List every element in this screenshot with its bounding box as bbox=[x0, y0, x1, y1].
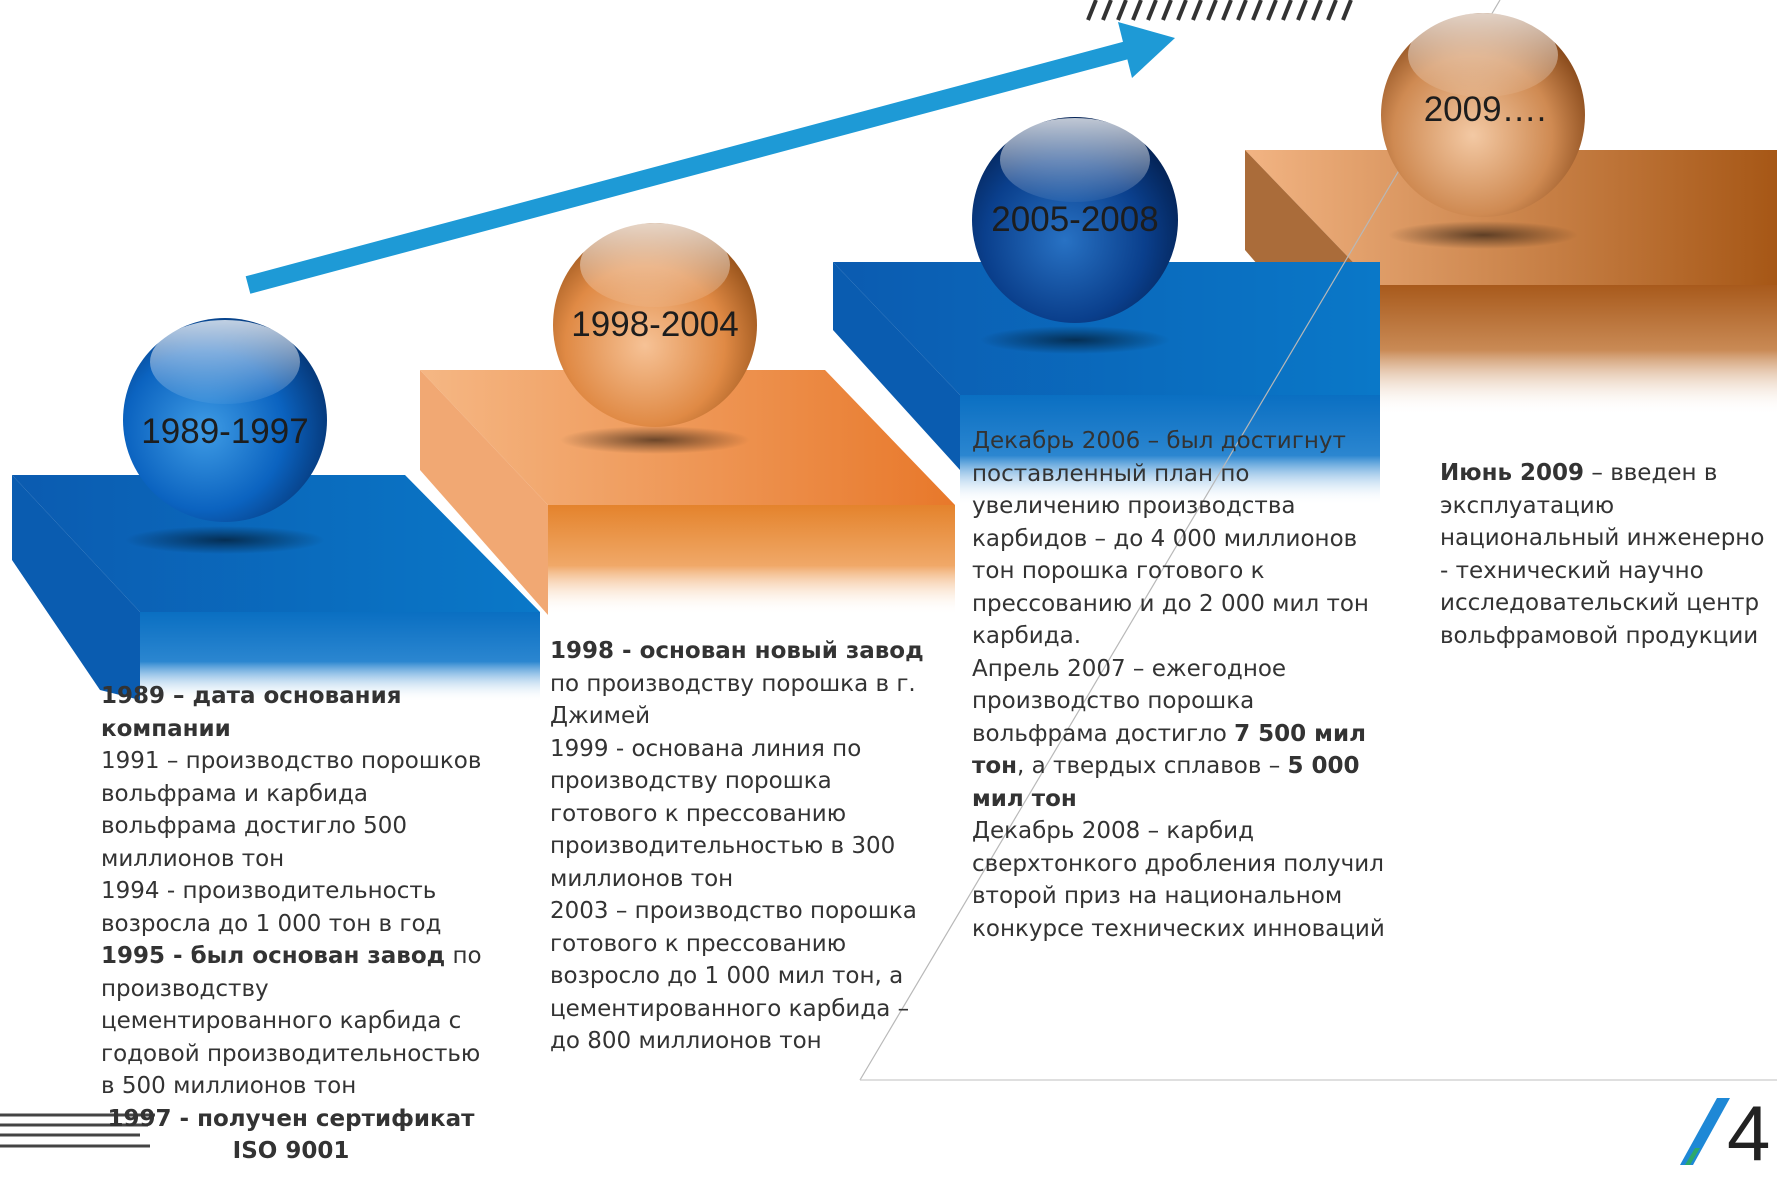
entry-1995: 1995 - был основан завод по производству… bbox=[101, 943, 482, 1099]
sphere-1 bbox=[123, 318, 327, 554]
growth-arrow bbox=[245, 22, 1175, 294]
period-4-text: Июнь 2009 – введен в эксплуатацию национ… bbox=[1440, 457, 1770, 652]
period-label-2: 1998-2004 bbox=[571, 305, 739, 344]
period-3-text: Декабрь 2006 – был достигнут поставленны… bbox=[972, 425, 1392, 945]
entry-1989: 1989 – дата основания компании bbox=[101, 683, 402, 742]
entry-1997: 1997 - получен сертификат ISO 9001 bbox=[107, 1105, 475, 1165]
corner-lines-decoration bbox=[0, 1113, 155, 1148]
entry-1991: 1991 – производство порошков вольфрама и… bbox=[101, 748, 482, 872]
entry-1994: 1994 - производительность возросла до 1 … bbox=[101, 878, 442, 937]
period-1-text: 1989 – дата основания компании 1991 – пр… bbox=[101, 680, 501, 1168]
entry-dec-2006: Декабрь 2006 – был достигнут поставленны… bbox=[972, 428, 1369, 649]
hatch-decoration bbox=[1086, 0, 1353, 21]
page-number: 4 bbox=[1727, 1089, 1771, 1177]
diagonal-guide-line bbox=[859, 0, 1501, 1081]
page-slash-icon bbox=[1680, 1098, 1730, 1165]
period-2-text: 1998 - основан новый завод по производст… bbox=[550, 635, 940, 1058]
entry-apr-2007: Апрель 2007 – ежегодное производство пор… bbox=[972, 655, 1366, 812]
entry-dec-2008: Декабрь 2008 – карбид сверхтонкого дробл… bbox=[972, 818, 1385, 942]
period-label-3: 2005-2008 bbox=[991, 200, 1159, 239]
sphere-2 bbox=[553, 223, 757, 454]
entry-2003: 2003 – производство порошка готового к п… bbox=[550, 898, 917, 1054]
period-label-1: 1989-1997 bbox=[141, 412, 309, 451]
sphere-3 bbox=[972, 117, 1178, 354]
entry-jun-2009: Июнь 2009 – введен в эксплуатацию национ… bbox=[1440, 460, 1765, 649]
period-label-4: 2009…. bbox=[1423, 90, 1547, 129]
entry-1999: 1999 - основана линия по производству по… bbox=[550, 735, 896, 892]
entry-1998: 1998 - основан новый завод по производст… bbox=[550, 638, 924, 729]
step-1-block bbox=[12, 475, 540, 702]
sphere-4 bbox=[1381, 13, 1585, 249]
